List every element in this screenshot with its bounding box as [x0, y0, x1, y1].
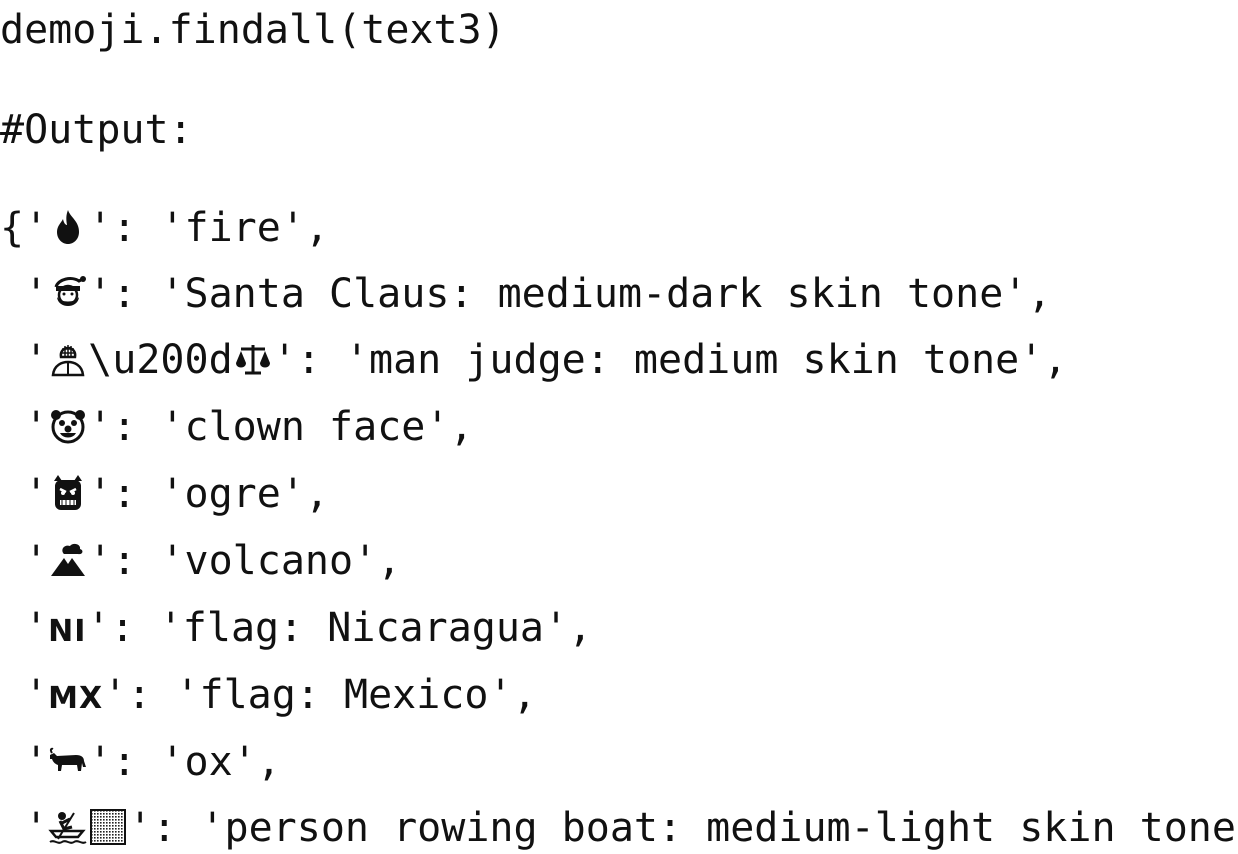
output-entry-volcano: ' ': 'volcano', — [0, 535, 401, 587]
entry-prefix: ' — [0, 805, 49, 851]
volcano-icon — [48, 540, 88, 580]
entry-prefix: ' — [0, 337, 49, 383]
santa-claus-icon — [48, 273, 88, 313]
entry-prefix: ' — [0, 739, 49, 785]
entry-value: 'volcano', — [160, 538, 402, 584]
entry-suffix: ': — [86, 605, 159, 651]
output-entry-santa: ' ': 'Santa Claus: medium-dark skin tone'… — [0, 268, 1051, 320]
entry-value: 'clown face', — [160, 404, 474, 450]
entry-suffix: ': — [88, 739, 161, 785]
entry-prefix: ' — [0, 605, 49, 651]
balance-scale-icon — [233, 339, 273, 379]
entry-value: 'person rowing boat: medium-light skin t… — [200, 805, 1238, 851]
entry-prefix: ' — [0, 404, 49, 450]
entry-suffix: ': — [88, 471, 161, 517]
entry-prefix: ' — [0, 538, 49, 584]
man-judge-icon — [48, 339, 88, 379]
entry-value: 'flag: Nicaragua', — [158, 605, 593, 651]
entry-suffix: ': — [88, 271, 161, 317]
entry-prefix: {' — [0, 205, 49, 251]
output-entry-person-rowing-boat: ' ': 'person rowing boat: medium-light sk… — [0, 802, 1238, 854]
entry-prefix: ' — [0, 672, 49, 718]
entry-prefix: ' — [0, 271, 49, 317]
person-rowing-boat-icon — [48, 807, 88, 847]
output-entry-ox: ' ': 'ox', — [0, 736, 281, 788]
fire-icon — [48, 207, 88, 247]
output-entry-clown-face: ' ': 'clown face', — [0, 401, 474, 453]
entry-suffix: ': — [128, 805, 201, 851]
output-entry-ogre: ' ': 'ogre', — [0, 468, 329, 520]
output-entry-flag-mexico: 'MX': 'flag: Mexico', — [0, 669, 537, 721]
skin-tone-swatch-icon — [88, 807, 128, 847]
entry-extra-text: \u200d — [88, 337, 233, 383]
entry-suffix: ': — [88, 404, 161, 450]
clown-face-icon — [48, 406, 88, 446]
entry-suffix: ': — [103, 672, 176, 718]
ox-icon — [48, 741, 88, 781]
flag-nicaragua-code: NI — [48, 614, 87, 649]
ogre-icon — [48, 473, 88, 513]
output-entry-man-judge: ' \u200d ': 'man judge: medium skin tone', — [0, 334, 1067, 386]
command-line: demoji.findall(text3) — [0, 7, 506, 53]
entry-suffix: ': — [88, 538, 161, 584]
entry-value: 'ox', — [160, 739, 281, 785]
flag-mexico-code: MX — [48, 681, 104, 716]
entry-value: 'fire', — [160, 205, 329, 251]
entry-value: 'flag: Mexico', — [175, 672, 537, 718]
entry-value: 'man judge: medium skin tone', — [344, 337, 1068, 383]
entry-prefix: ' — [0, 471, 49, 517]
entry-suffix: ': — [88, 205, 161, 251]
entry-value: 'Santa Claus: medium-dark skin tone', — [160, 271, 1052, 317]
output-entry-fire: {' ': 'fire', — [0, 202, 329, 254]
output-entry-flag-nicaragua: 'NI': 'flag: Nicaragua', — [0, 602, 592, 654]
entry-value: 'ogre', — [160, 471, 329, 517]
entry-suffix: ': — [272, 337, 345, 383]
output-label: #Output: — [0, 107, 193, 153]
